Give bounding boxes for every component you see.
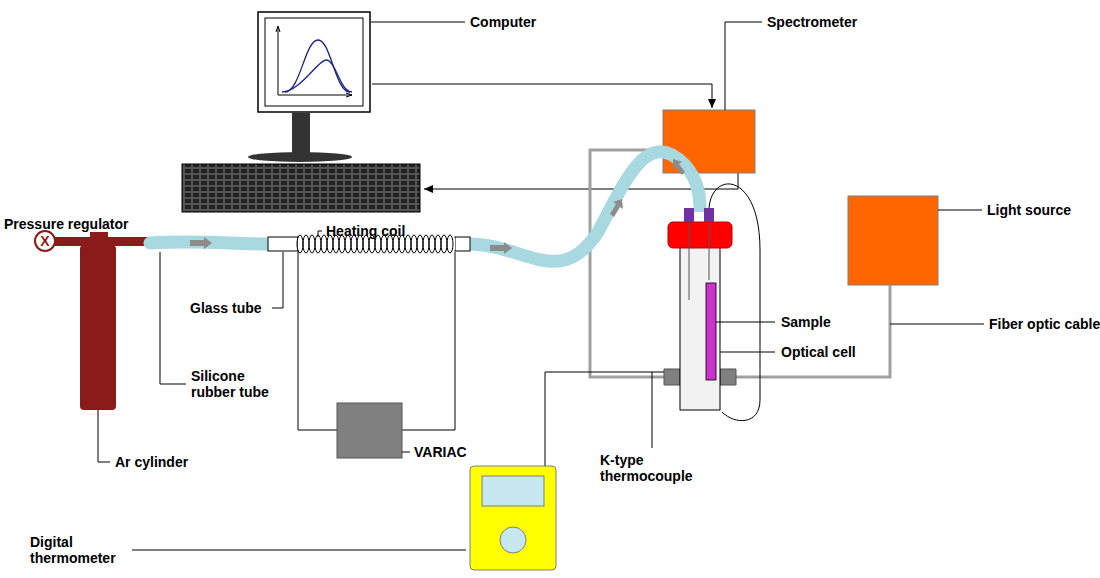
fiber-cable [736, 285, 890, 377]
glass-tube [455, 237, 470, 251]
cell-cap [668, 222, 732, 248]
thermocouple-wire [709, 184, 760, 421]
variac-label: VARIAC [414, 444, 467, 460]
thermocouple-wire [545, 372, 664, 466]
spectrometer-label: Spectrometer [767, 14, 857, 30]
light-source-box [848, 196, 938, 285]
signal-line [372, 84, 712, 108]
light-source-label: Light source [987, 202, 1071, 218]
variac-box [337, 403, 402, 458]
regulator-mark: X [40, 234, 49, 248]
fiber-cable-label: Fiber optic cable [989, 316, 1100, 332]
ar-cylinder [80, 245, 116, 410]
leader-lines [98, 22, 984, 550]
computer-label: Computer [470, 14, 536, 30]
flow-arrows [190, 159, 685, 254]
optical-cell-label: Optical cell [781, 344, 856, 360]
sample-label: Sample [781, 314, 831, 330]
thermocouple-label: K-type thermocouple [600, 452, 704, 484]
sample-strip [706, 283, 716, 380]
thermometer-label: Digital thermometer [30, 534, 128, 566]
glass-tube [268, 237, 298, 251]
needle-hub [684, 208, 714, 222]
computer [182, 12, 420, 212]
heating-coil-label: Heating coil [326, 223, 405, 239]
regulator-label: Pressure regulator [4, 216, 129, 232]
gas-pipe [55, 237, 155, 246]
glass-tube-label: Glass tube [190, 300, 262, 316]
digital-thermometer [470, 466, 556, 570]
pressure-regulator: X [34, 230, 56, 252]
silicone-tube [468, 152, 700, 261]
tube-label: Silicone rubber tube [191, 368, 283, 400]
cylinder-label: Ar cylinder [115, 454, 188, 470]
optical-cell [680, 245, 720, 410]
